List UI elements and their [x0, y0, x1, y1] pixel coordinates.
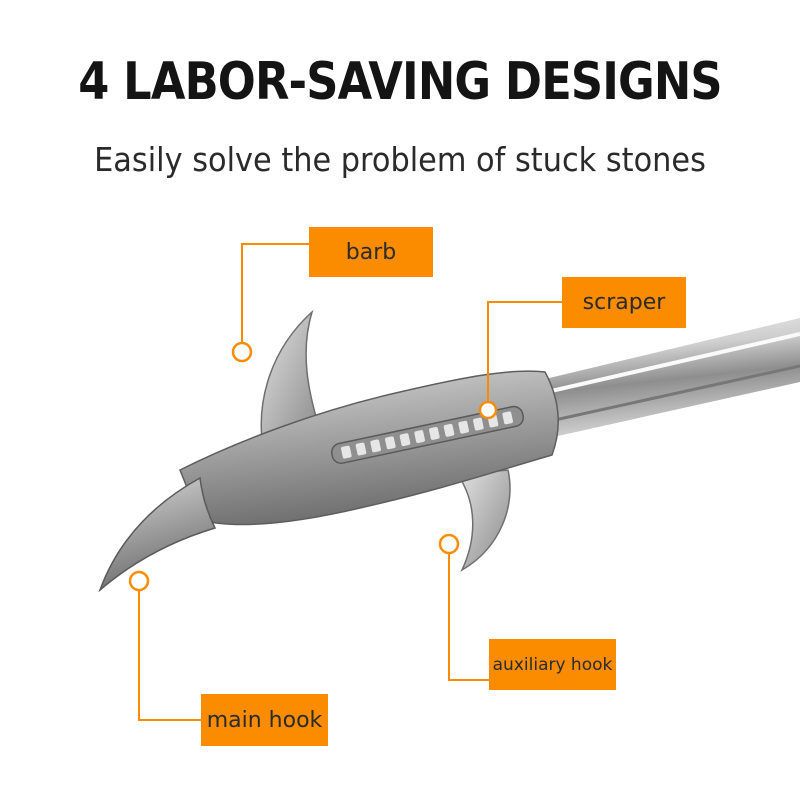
- barb-label: barb: [309, 227, 433, 277]
- scraper-marker: [478, 400, 498, 420]
- scraper-label: scraper: [562, 277, 686, 328]
- main-hook-marker: [128, 570, 150, 592]
- page-subtitle: Easily solve the problem of stuck stones: [94, 140, 706, 179]
- barb-marker: [231, 341, 253, 363]
- auxiliary-hook-marker: [438, 533, 460, 555]
- scraper-leader-line: [487, 301, 562, 403]
- main-hook-leader-line: [138, 591, 201, 721]
- main-hook-label: main hook: [201, 694, 328, 746]
- barb-fin: [260, 309, 321, 441]
- barb-leader-line: [241, 243, 309, 343]
- page-title: 4 LABOR-SAVING DESIGNS: [78, 52, 722, 112]
- auxiliary-hook-leader-line: [448, 553, 489, 681]
- main-hook: [98, 476, 217, 593]
- tool-shaft: [520, 318, 800, 440]
- auxiliary-hook-label: auxiliary hook: [489, 639, 616, 690]
- auxiliary-hook-fin: [456, 469, 511, 572]
